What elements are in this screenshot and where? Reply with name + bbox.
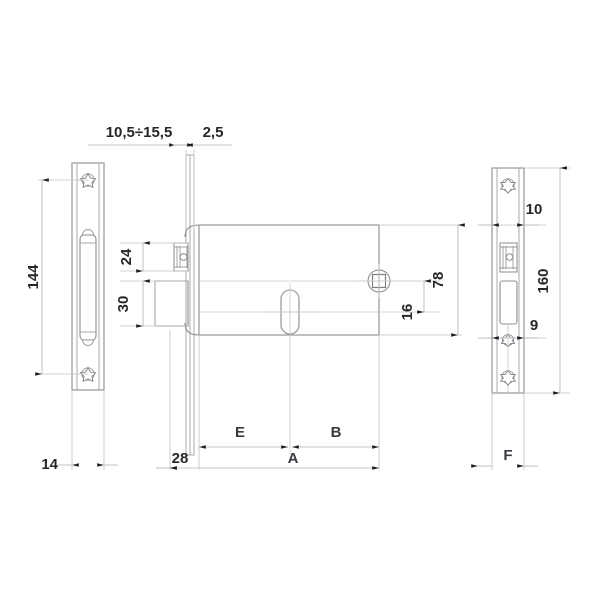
deadbolt — [154, 280, 189, 327]
right-strike-plate-view: 10 160 9 F — [471, 166, 570, 470]
dimension-16-text: 16 — [399, 304, 416, 321]
dimension-9: 9 — [478, 317, 546, 340]
faceplate-outline — [71, 162, 105, 391]
dimension-A-text: A — [288, 450, 299, 467]
dimension-10: 10 — [478, 201, 546, 227]
dimension-faceplate-thickness: 2,5 — [172, 124, 232, 230]
dimension-30-text: 30 — [115, 296, 132, 313]
dimension-24: 24 — [118, 241, 150, 273]
dimension-28: 28 — [156, 450, 189, 470]
dimension-16: 16 — [399, 279, 431, 321]
dimension-160: 160 — [524, 166, 570, 395]
dimension-160-text: 160 — [535, 268, 552, 293]
dimension-24-text: 24 — [118, 248, 135, 265]
strike-bolt-opening — [499, 280, 518, 325]
dimension-144-text: 144 — [25, 264, 42, 290]
dimension-2-5-text: 2,5 — [203, 124, 224, 141]
strike-latch-opening — [499, 242, 518, 273]
dimension-14: 14 — [41, 390, 118, 473]
dimension-A: A — [170, 450, 379, 470]
dimension-B-text: B — [331, 424, 342, 441]
dimension-10-text: 10 — [526, 201, 543, 218]
strike-lower-screw-hole-icon — [499, 369, 517, 386]
dimension-30: 30 — [115, 279, 150, 328]
dimension-backset-text: 10,5÷15,5 — [106, 124, 173, 141]
dimension-28-text: 28 — [172, 450, 189, 467]
center-lock-body-view: 10,5÷15,5 2,5 24 30 78 16 — [88, 124, 465, 470]
dimension-144: 144 — [25, 178, 88, 376]
dimension-F-text: F — [503, 447, 512, 464]
case-bottom-fillet — [184, 322, 200, 336]
dimension-E-text: E — [235, 424, 245, 441]
dimension-backset-range: 10,5÷15,5 — [88, 124, 190, 147]
case-top-fillet — [184, 224, 200, 238]
dimension-78-text: 78 — [430, 272, 447, 289]
lower-screw-hole-icon — [79, 366, 97, 383]
latch-slot — [79, 229, 97, 346]
left-faceplate-view: 144 14 — [25, 162, 118, 473]
dimension-78: 78 — [379, 223, 465, 337]
upper-screw-hole-icon — [79, 172, 97, 189]
dimension-9-text: 9 — [530, 317, 538, 334]
dimension-E: E — [199, 424, 288, 449]
dimension-14-text: 14 — [41, 456, 58, 473]
strike-upper-screw-hole-icon — [499, 177, 517, 194]
faceplate-edge — [185, 154, 195, 456]
dimension-B: B — [292, 424, 379, 449]
dimension-F: F — [471, 393, 538, 470]
latch-bolt-assembly — [173, 242, 189, 272]
